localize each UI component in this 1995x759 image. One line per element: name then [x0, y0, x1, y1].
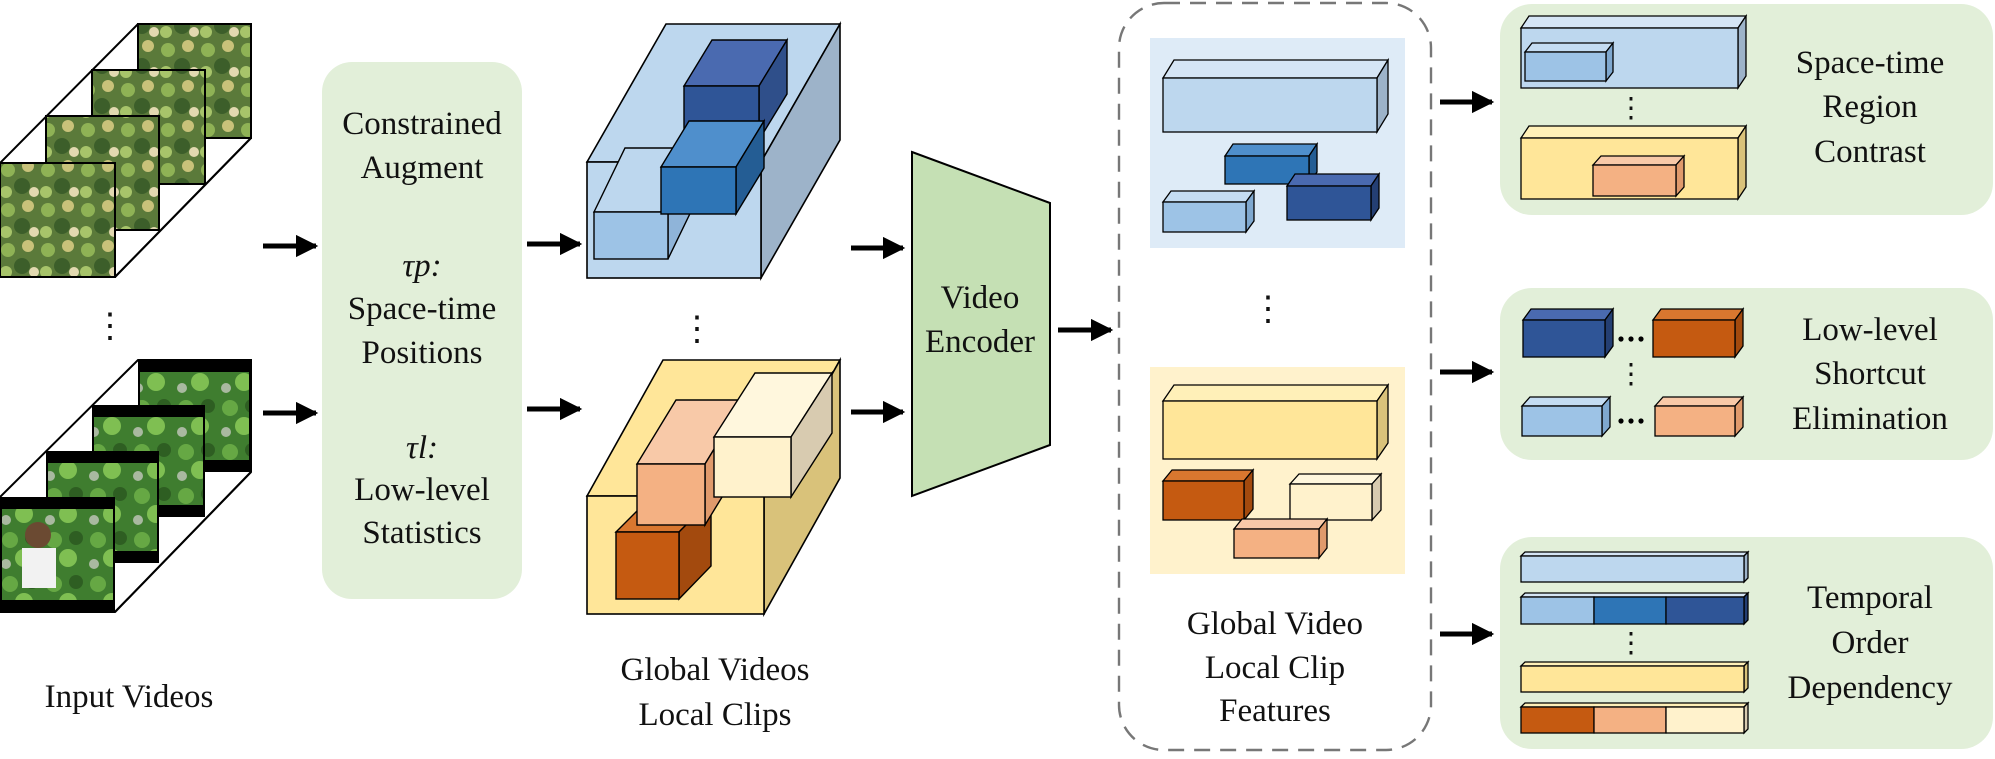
- clips-label-line1: Global Videos: [620, 652, 810, 688]
- input-videos-label: Input Videos: [44, 679, 214, 715]
- task-1-line1: Space-time: [1795, 45, 1945, 81]
- encoder-label-line1: Video: [940, 280, 1020, 316]
- tau-p-symbol: τp:: [402, 248, 442, 284]
- blue-feature-blocks: [1161, 57, 1390, 234]
- clips-label-line2: Local Clips: [638, 697, 792, 733]
- tau-p-line2: Positions: [361, 335, 483, 371]
- low-level-task-blocks: [1520, 307, 1745, 438]
- task-3-line1: Temporal: [1807, 580, 1933, 616]
- tau-p-line1: Space-time: [347, 291, 497, 327]
- clips-ellipsis: ⋮: [680, 311, 714, 348]
- input-video-stack-1: [0, 23, 252, 278]
- space-time-task-blocks: [1519, 13, 1748, 202]
- task-2-line2: Shortcut: [1814, 356, 1926, 392]
- low-level-ellipsis: ⋮: [1617, 359, 1645, 390]
- temporal-task-blocks: [1519, 550, 1750, 735]
- orange-feature-blocks: [1161, 382, 1390, 560]
- task-2-line1: Low-level: [1802, 312, 1938, 348]
- tau-l-line1: Low-level: [354, 472, 490, 508]
- task-3-line3: Dependency: [1787, 670, 1953, 706]
- flow-arrows: [263, 90, 1495, 646]
- task-panel-low-level: [1500, 288, 1993, 460]
- temporal-ellipsis: ⋮: [1617, 628, 1645, 659]
- encoder-label-line2: Encoder: [925, 324, 1035, 360]
- features-ellipsis: ⋮: [1251, 291, 1285, 328]
- augment-panel: [322, 62, 522, 599]
- features-label-line2: Local Clip: [1204, 650, 1346, 686]
- features-label-line1: Global Video: [1186, 606, 1364, 642]
- tau-l-symbol: τl:: [406, 430, 438, 466]
- orange-global-video-cube: [585, 356, 842, 618]
- task-panel-temporal: [1500, 537, 1993, 749]
- augment-title-line2: Augment: [360, 150, 484, 186]
- task-2-line3: Elimination: [1792, 401, 1948, 437]
- space-time-ellipsis: ⋮: [1617, 93, 1645, 124]
- video-encoder-block: [911, 150, 1051, 498]
- tau-l-line2: Statistics: [362, 515, 482, 551]
- pair-dots: [1618, 336, 1644, 424]
- features-label-line3: Features: [1219, 693, 1331, 729]
- task-1-line2: Region: [1822, 89, 1918, 125]
- input-videos-ellipsis: ⋮: [93, 308, 127, 345]
- blue-global-video-cube: [585, 20, 842, 282]
- features-panel: [1117, 1, 1433, 752]
- augment-title-line1: Constrained: [342, 106, 502, 142]
- task-1-line3: Contrast: [1814, 134, 1926, 170]
- task-3-line2: Order: [1831, 625, 1909, 661]
- input-video-stack-2: [0, 359, 252, 613]
